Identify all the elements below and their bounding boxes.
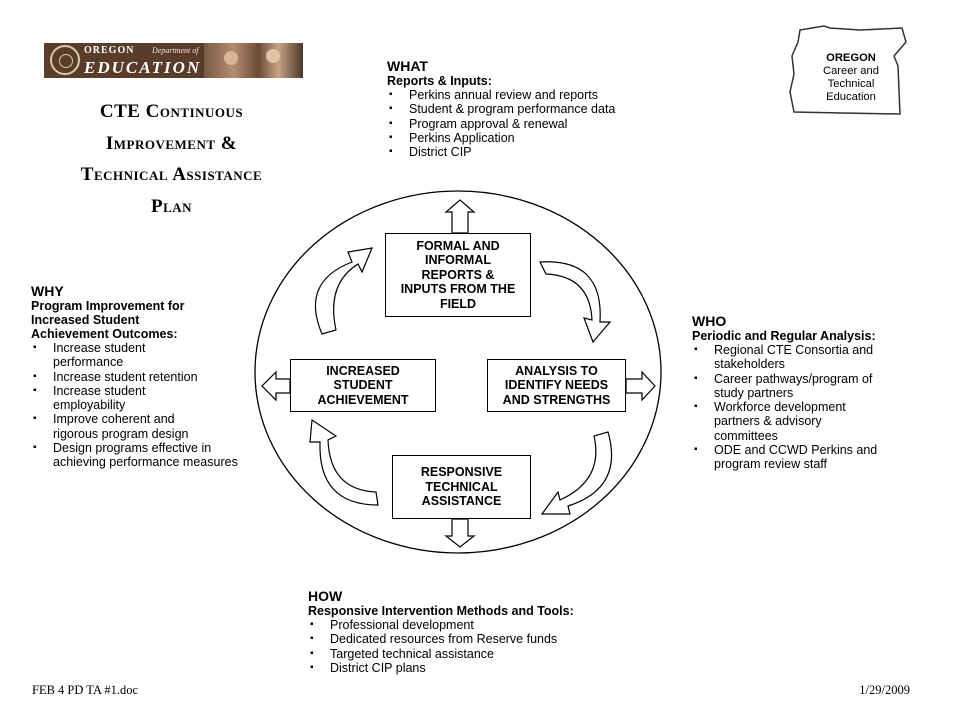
list-item: Regional CTE Consortia and stakeholders (692, 343, 894, 372)
logo-agency: EDUCATION (84, 58, 202, 77)
list-item: Increase student employability (31, 384, 173, 413)
why-subheading-line: Program Improvement for (31, 299, 185, 313)
curved-arrow-bottom-left-icon (309, 418, 379, 506)
page-title: CTE Continuous Improvement & Technical A… (40, 96, 303, 222)
map-label: OREGON Career and Technical Education (808, 52, 894, 104)
cycle-box-student-achievement: INCREASED STUDENT ACHIEVEMENT (290, 359, 436, 412)
list-item: Increase student performance (31, 341, 173, 370)
why-heading: WHY (31, 283, 64, 299)
footer-date: 1/29/2009 (859, 683, 910, 697)
arrow-left-icon (261, 370, 291, 402)
box-line: FORMAL AND (416, 238, 500, 253)
what-heading: WHAT (387, 58, 428, 74)
how-section: HOW Responsive Intervention Methods and … (308, 588, 638, 675)
list-item: Design programs effective in achieving p… (31, 441, 248, 470)
map-label-line: OREGON (826, 52, 876, 64)
list-item: Dedicated resources from Reserve funds (308, 632, 638, 647)
map-label-line: Education (826, 91, 876, 103)
what-section: WHAT Reports & Inputs: Perkins annual re… (387, 58, 687, 160)
curved-arrow-bottom-right-icon (540, 431, 613, 515)
cycle-box-reports-inputs: FORMAL AND INFORMAL REPORTS & INPUTS FRO… (385, 233, 531, 317)
how-heading: HOW (308, 588, 343, 604)
title-line: Plan (150, 195, 193, 217)
why-subheading-line: Achievement Outcomes: (31, 327, 178, 341)
curved-arrow-top-left-icon (314, 247, 373, 335)
logo-state: OREGON (84, 45, 135, 56)
box-line: INCREASED (326, 363, 400, 378)
why-section: WHY Program Improvement for Increased St… (31, 283, 246, 470)
oregon-education-logo: OREGON Department of EDUCATION (44, 43, 303, 78)
list-item: Program approval & renewal (387, 117, 687, 132)
why-subheading: Program Improvement for Increased Studen… (31, 299, 246, 341)
title-line: Improvement & (105, 132, 238, 154)
box-line: AND STRENGTHS (502, 392, 611, 407)
map-label-line: Career and (823, 65, 879, 77)
box-line: ANALYSIS TO (515, 363, 598, 378)
list-item: Career pathways/program of study partner… (692, 372, 899, 401)
who-subheading: Periodic and Regular Analysis: (692, 329, 876, 343)
box-line: ASSISTANCE (421, 494, 502, 509)
list-item: District CIP (387, 145, 687, 160)
map-label-line: Technical (827, 78, 875, 90)
box-line: RESPONSIVE (420, 465, 503, 480)
box-line: IDENTIFY NEEDS (504, 378, 609, 393)
who-list: Regional CTE Consortia and stakeholders … (692, 343, 912, 472)
list-item: District CIP plans (308, 661, 638, 676)
cycle-box-technical-assistance: RESPONSIVE TECHNICAL ASSISTANCE (392, 455, 531, 519)
who-section: WHO Periodic and Regular Analysis: Regio… (692, 313, 912, 472)
arrow-up-icon (444, 199, 476, 234)
cycle-ellipse (254, 190, 662, 554)
arrow-down-icon (444, 518, 476, 548)
title-line: CTE Continuous (99, 101, 244, 122)
box-line: INFORMAL (425, 253, 491, 268)
improvement-cycle-diagram (254, 190, 662, 554)
list-item: Perkins Application (387, 131, 687, 146)
how-list: Professional development Dedicated resou… (308, 618, 638, 675)
why-list: Increase student performance Increase st… (31, 341, 246, 470)
footer-filename: FEB 4 PD TA #1.doc (32, 683, 139, 697)
logo-photo (204, 43, 303, 78)
logo-department: Department of (152, 46, 199, 55)
list-item: Targeted technical assistance (308, 647, 638, 662)
list-item: Workforce development partners & advisor… (692, 400, 874, 443)
curved-arrow-top-right-icon (539, 261, 612, 344)
what-list: Perkins annual review and reports Studen… (387, 88, 687, 160)
what-subheading: Reports & Inputs: (387, 74, 492, 88)
why-subheading-line: Increased Student (31, 313, 140, 327)
oregon-map-outline (789, 25, 907, 115)
list-item: Increase student retention (31, 370, 246, 385)
box-line: INPUTS FROM THE (400, 282, 516, 297)
list-item: Improve coherent and rigorous program de… (31, 412, 223, 441)
title-line: Technical Assistance (80, 164, 263, 185)
box-line: STUDENT (333, 378, 393, 393)
cycle-box-analysis: ANALYSIS TO IDENTIFY NEEDS AND STRENGTHS (487, 359, 626, 412)
box-line: ACHIEVEMENT (317, 392, 409, 407)
box-line: TECHNICAL (425, 479, 498, 494)
how-subheading: Responsive Intervention Methods and Tool… (308, 604, 574, 618)
list-item: ODE and CCWD Perkins and program review … (692, 443, 904, 472)
list-item: Perkins annual review and reports (387, 88, 687, 103)
arrow-right-icon (625, 370, 656, 402)
state-seal-icon (50, 45, 80, 75)
list-item: Student & program performance data (387, 102, 687, 117)
who-heading: WHO (692, 313, 727, 329)
box-line: REPORTS & (421, 267, 495, 282)
box-line: FIELD (439, 296, 477, 311)
list-item: Professional development (308, 618, 638, 633)
